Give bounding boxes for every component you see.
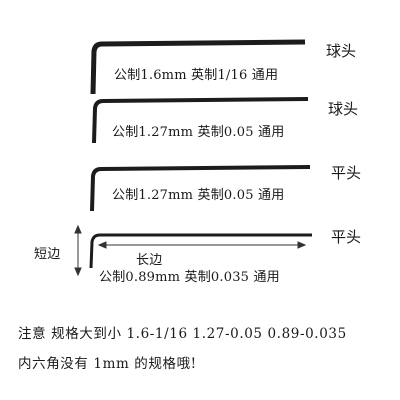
wrench-3-tip-type: 平头 <box>331 164 362 182</box>
note-line-2: 内六角没有 1mm 的规格哦! <box>18 356 197 372</box>
wrench-4-spec: 公制0.89mm 英制0.035 通用 <box>99 270 280 285</box>
wrench-3-spec: 公制1.27mm 英制0.05 通用 <box>112 188 285 203</box>
wrench-2-spec: 公制1.27mm 英制0.05 通用 <box>112 125 285 140</box>
long-arm-label: 长边 <box>136 253 163 268</box>
wrench-1-spec: 公制1.6mm 英制1/16 通用 <box>114 68 279 83</box>
hex-wrench-4 <box>89 233 312 269</box>
long-arm-dimension <box>97 241 307 249</box>
note-line-1: 注意 规格大到小 1.6-1/16 1.27-0.05 0.89-0.035 <box>18 326 347 342</box>
wrench-2-tip-type: 球头 <box>328 100 359 118</box>
wrench-4-tip-type: 平头 <box>331 228 362 246</box>
short-arm-dimension <box>74 224 82 277</box>
short-arm-label: 短边 <box>34 247 61 262</box>
wrench-1-tip-type: 球头 <box>326 42 357 60</box>
hex-wrench-3 <box>90 165 311 212</box>
hex-wrench-2 <box>92 97 309 144</box>
hex-wrench-1 <box>90 39 306 95</box>
